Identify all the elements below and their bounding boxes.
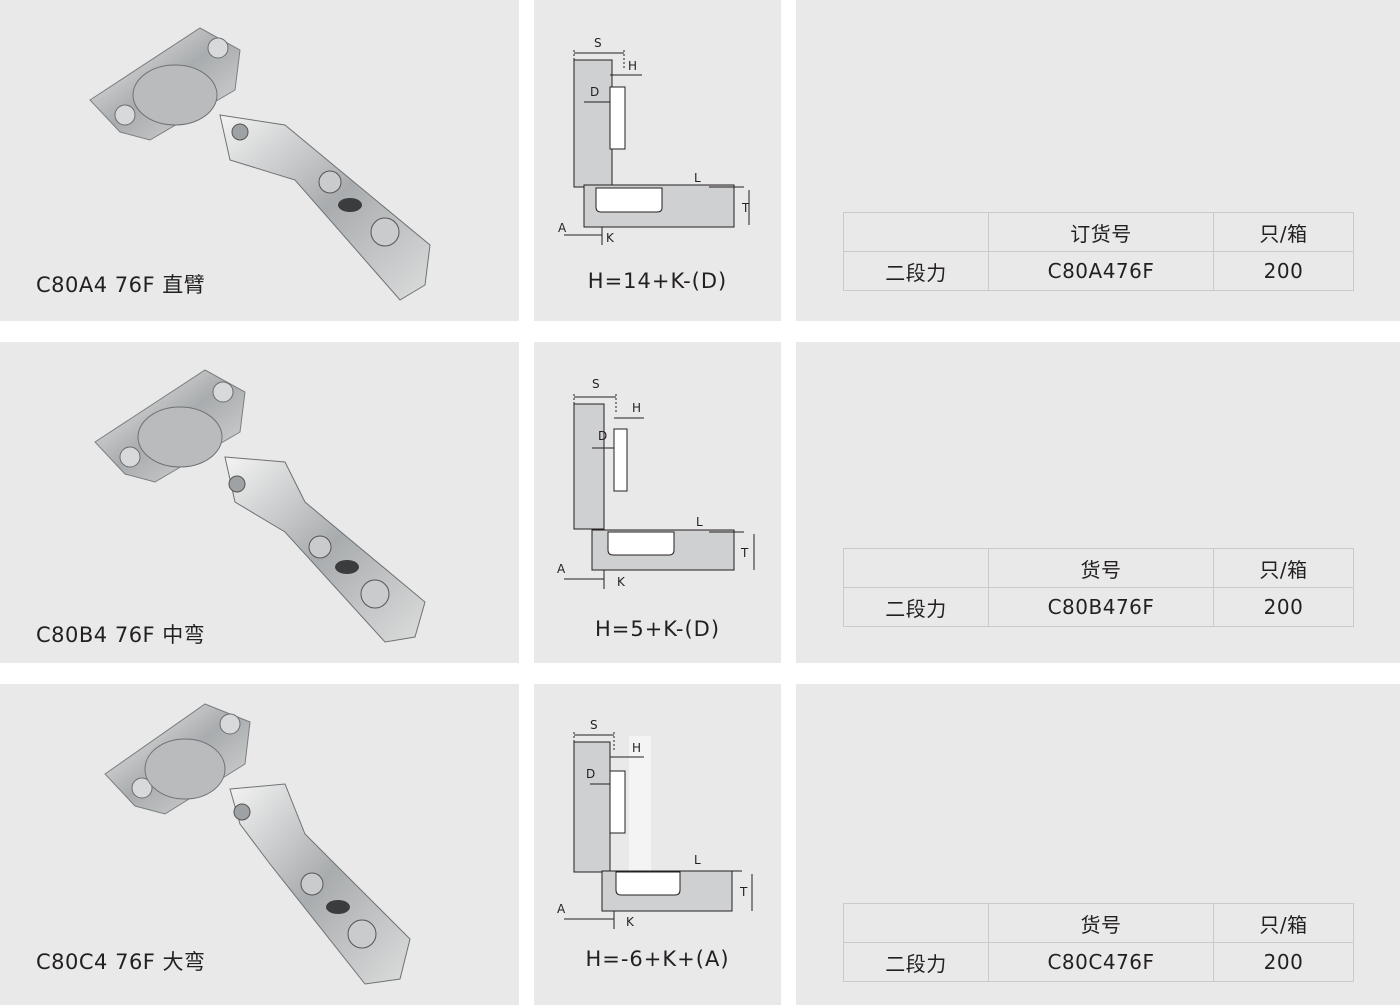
label-t: T [741,201,750,215]
header-pcs-per-box: 只/箱 [1213,903,1354,943]
formula-text: H=14+K-(D) [587,269,728,293]
cell-type: 二段力 [843,587,989,627]
cell-item-number: C80B476F [988,587,1214,627]
header-pcs-per-box: 只/箱 [1213,548,1354,588]
spec-table: 订货号 只/箱 二段力 C80A476F 200 [843,212,1354,291]
label-h: H [632,401,641,415]
spec-table: 货号 只/箱 二段力 C80B476F 200 [843,548,1354,627]
spec-panel: 订货号 只/箱 二段力 C80A476F 200 [796,0,1400,321]
cell-item-number: C80C476F [988,942,1214,982]
label-a: A [557,562,566,576]
formula-text: H=-6+K+(A) [585,947,730,971]
spec-panel: 货号 只/箱 二段力 C80B476F 200 [796,342,1400,663]
header-item-number: 货号 [988,903,1214,943]
label-d: D [598,429,607,443]
header-pcs-per-box: 只/箱 [1213,212,1354,252]
diagram-panel: S H D L T A K H=-6+K+(A) [534,684,781,1005]
installation-diagram: S H D L T A K [557,377,755,589]
hinge-half-overlay-image [94,369,426,643]
cell-order-number: C80A476F [988,251,1214,291]
label-k: K [617,575,626,589]
label-h: H [632,741,641,755]
formula-text: H=5+K-(D) [594,617,721,641]
header-item-number: 货号 [988,548,1214,588]
label-l: L [694,853,701,867]
product-label: C80C4 76F 大弯 [36,950,206,974]
label-s: S [592,377,600,391]
installation-diagram: S H D L T A K [558,36,750,245]
header-blank [843,212,989,252]
header-blank [843,903,989,943]
label-l: L [696,515,703,529]
diagram-panel: S H D L T A K H=14+K-(D) [534,0,781,321]
product-label: C80A4 76F 直臂 [36,273,206,297]
product-photo-panel: C80C4 76F 大弯 [0,684,519,1005]
label-a: A [557,902,566,916]
label-l: L [694,171,701,185]
header-blank [843,548,989,588]
label-a: A [558,221,567,235]
spec-table: 货号 只/箱 二段力 C80C476F 200 [843,903,1354,982]
label-d: D [586,767,595,781]
label-s: S [594,36,602,50]
cell-type: 二段力 [843,942,989,982]
label-t: T [740,546,749,560]
hinge-straight-arm-image [89,27,431,301]
hinge-inset-image [104,703,411,985]
spec-panel: 货号 只/箱 二段力 C80C476F 200 [796,684,1400,1005]
installation-diagram: S H D L T A K [557,718,753,929]
diagram-panel: S H D L T A K H=5+K-(D) [534,342,781,663]
label-d: D [590,85,599,99]
product-photo-panel: C80B4 76F 中弯 [0,342,519,663]
cell-type: 二段力 [843,251,989,291]
label-s: S [590,718,598,732]
label-h: H [628,59,637,73]
label-k: K [626,915,635,929]
product-label: C80B4 76F 中弯 [36,623,206,647]
cell-pcs-per-box: 200 [1213,587,1354,627]
header-order-number: 订货号 [988,212,1214,252]
product-photo-panel: C80A4 76F 直臂 [0,0,519,321]
label-k: K [606,231,615,245]
cell-pcs-per-box: 200 [1213,942,1354,982]
cell-pcs-per-box: 200 [1213,251,1354,291]
label-t: T [739,885,748,899]
